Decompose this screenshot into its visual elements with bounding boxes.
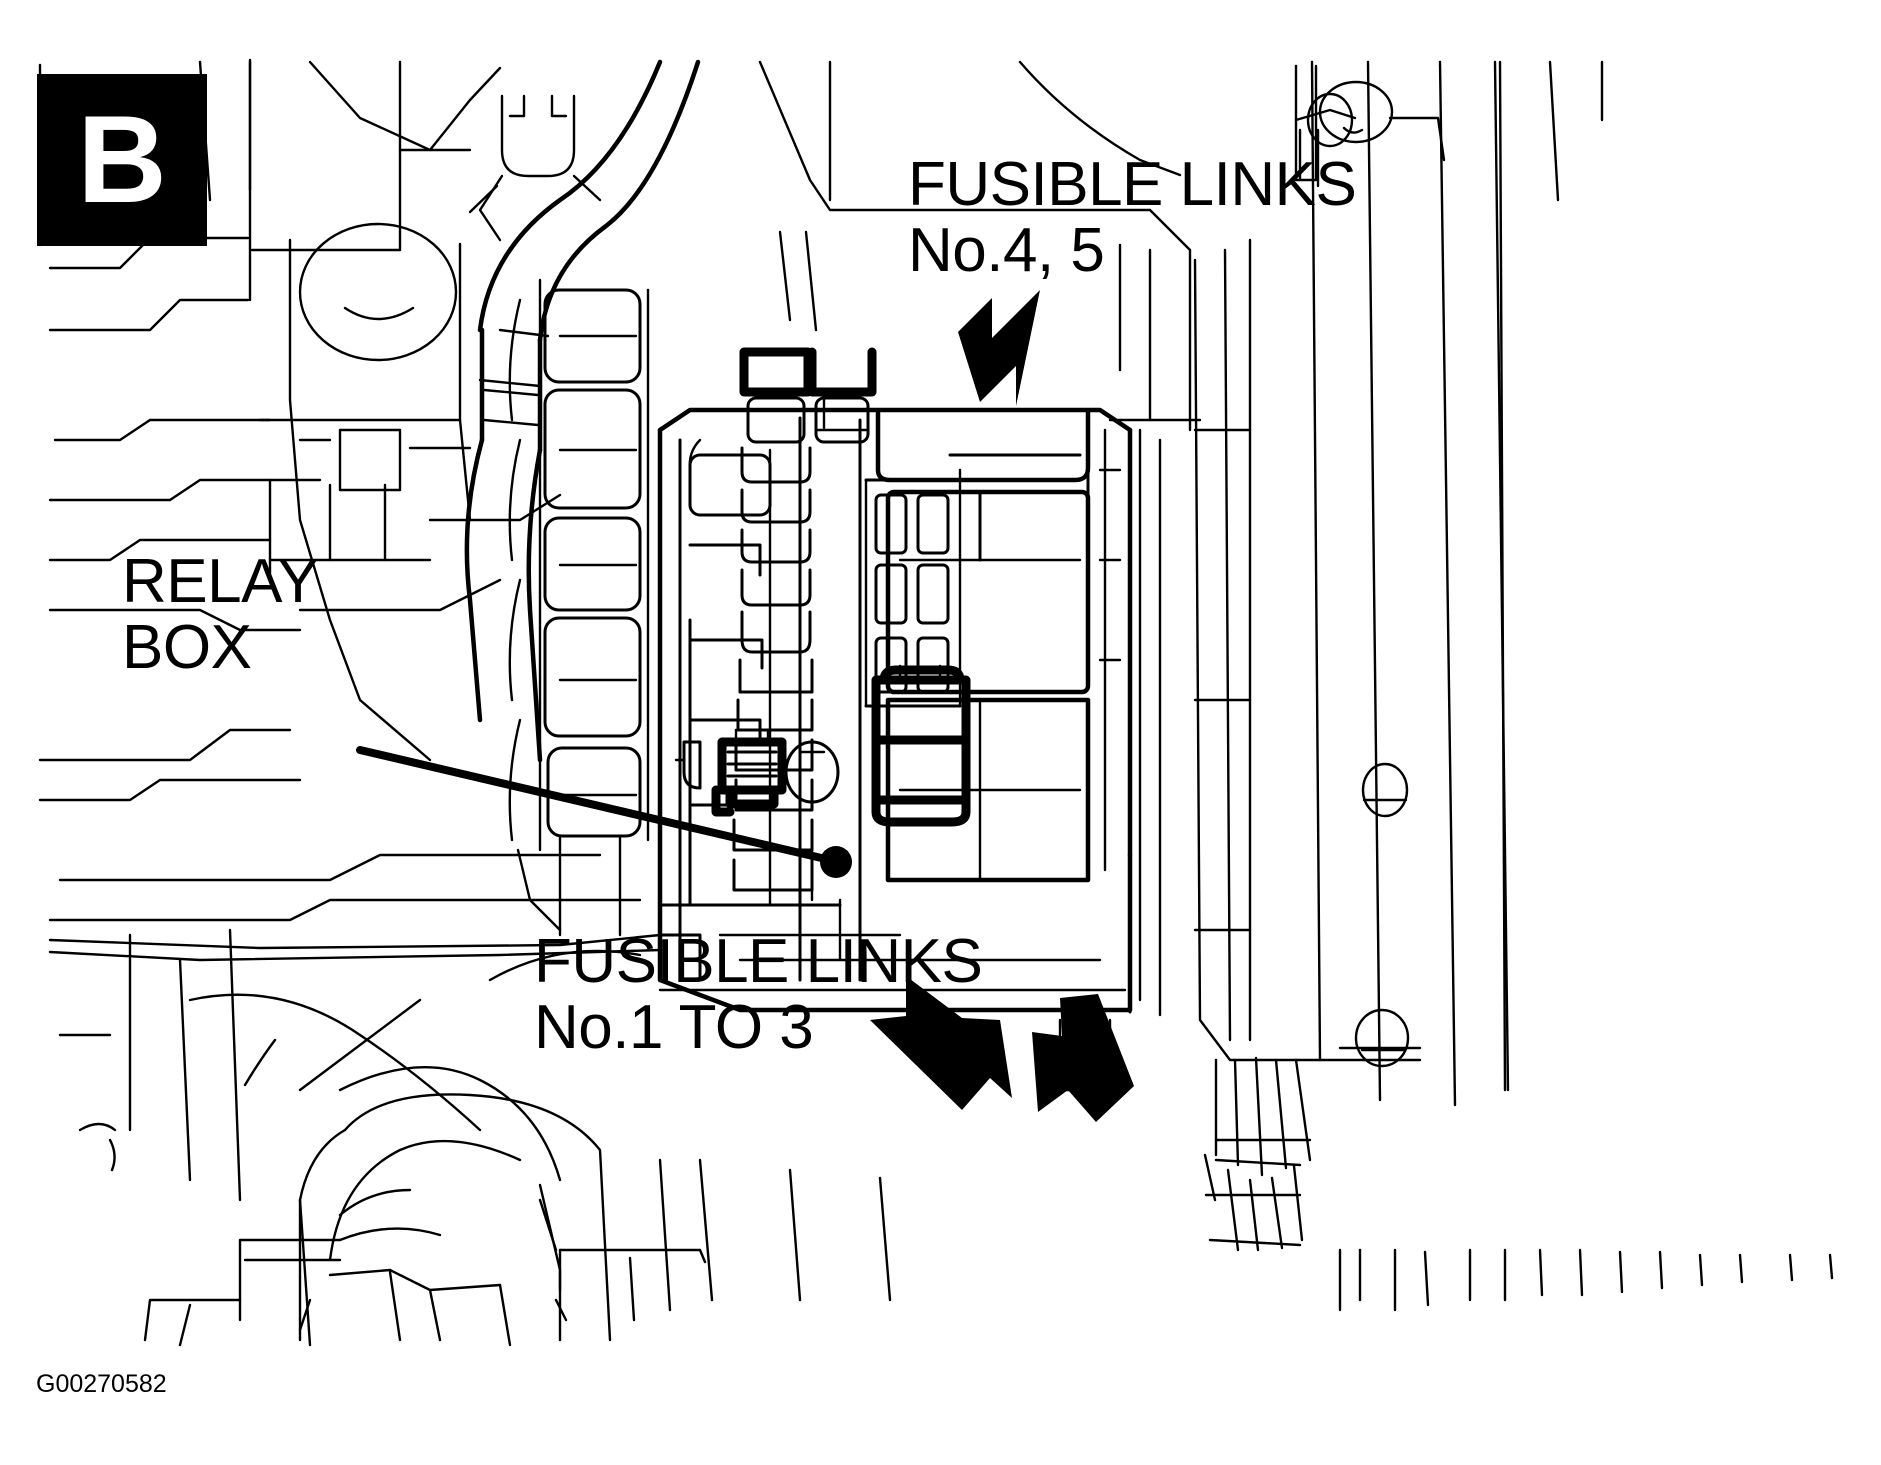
relay-cover-right — [875, 409, 1122, 883]
relay-stack-left — [508, 278, 650, 937]
figure-code: G00270582 — [36, 1370, 167, 1398]
fusible-links-4-5-parts — [739, 347, 877, 444]
wire-harness-bottom — [538, 1018, 1834, 1322]
callout-label-fusible-links-1-to-3: FUSIBLE LINKS No.1 TO 3 — [534, 927, 983, 1062]
fusible-links-1-3-small — [674, 728, 840, 907]
right-fender-rail — [1193, 60, 1604, 1107]
panel-letter-badge: B — [37, 74, 207, 246]
arrow-fusible-links-4-5 — [958, 270, 1060, 406]
relay-box-assembly — [508, 278, 1162, 1017]
arrow-fusible-links-1-3-left — [870, 976, 1012, 1110]
fuse-column-inner — [688, 438, 772, 907]
arrow-fusible-links-1-3-right — [1032, 994, 1134, 1122]
callout-label-relay-box: RELAY BOX — [122, 547, 319, 682]
leader-relay-box — [356, 746, 852, 878]
callout-label-fusible-links-4-5: FUSIBLE LINKS No.4, 5 — [908, 150, 1357, 285]
fusible-links-1-3-large — [871, 664, 971, 827]
